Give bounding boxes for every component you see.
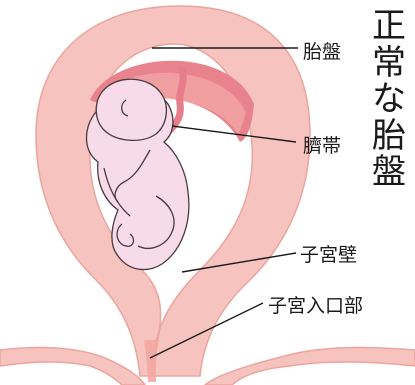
placenta-label: 胎盤	[303, 37, 341, 64]
left-lower-tissue	[0, 348, 145, 385]
diagram-title: 正常な胎盤	[369, 8, 409, 191]
diagram-title-text: 正常な胎盤	[371, 8, 407, 191]
cervical-os-label: 子宮入口部	[268, 291, 363, 318]
umbilical-cord-label: 臍帯	[303, 131, 341, 158]
uterine-wall-label: 子宮壁	[300, 240, 357, 267]
fetus-head	[96, 79, 166, 140]
right-lower-tissue	[205, 348, 415, 385]
